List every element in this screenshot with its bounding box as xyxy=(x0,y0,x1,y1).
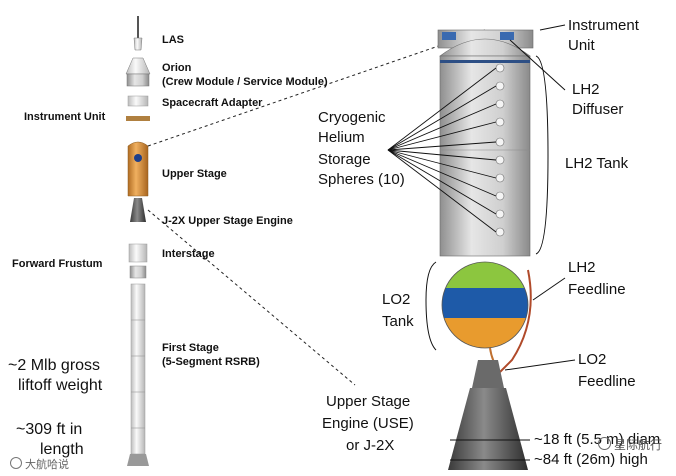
forward-frustum-part xyxy=(130,266,146,278)
orion-capsule xyxy=(126,58,150,74)
label-gross-weight-1: ~2 Mlb gross xyxy=(8,356,100,376)
watermark-logo-icon xyxy=(10,457,22,469)
watermark-bottom-left: 大航哈说 xyxy=(10,456,69,472)
watermark-logo-icon-right xyxy=(598,437,611,450)
j2x-engine-large xyxy=(448,360,528,470)
label-upper-stage: Upper Stage xyxy=(162,168,227,180)
label-lo2-feedline-1: LO2 xyxy=(578,350,606,370)
label-use-1: Upper Stage xyxy=(326,392,410,412)
watermark-bottom-right: 星际航行 xyxy=(598,436,662,453)
label-lo2-tank-1: LO2 xyxy=(382,290,410,310)
label-instrument-unit-right: Instrument xyxy=(568,16,639,36)
instrument-unit-ring xyxy=(126,116,150,121)
label-orion-sub: (Crew Module / Service Module) xyxy=(162,76,328,88)
label-orion: Orion xyxy=(162,62,191,74)
label-lh2-tank: LH2 Tank xyxy=(565,154,628,174)
interstage-part xyxy=(129,244,147,262)
label-interstage: Interstage xyxy=(162,248,215,260)
label-first-stage: First Stage xyxy=(162,342,219,354)
label-instrument-unit-left: Instrument Unit xyxy=(24,111,105,123)
label-gross-weight-2: liftoff weight xyxy=(18,376,102,396)
lo2-tank xyxy=(440,262,532,352)
label-first-stage-sub: (5-Segment RSRB) xyxy=(162,356,260,368)
label-use-3: or J-2X xyxy=(346,436,394,456)
label-lh2-feedline-1: LH2 xyxy=(568,258,596,278)
label-las: LAS xyxy=(162,34,184,46)
label-cryogenic-1: Cryogenic xyxy=(318,108,386,128)
label-lo2-feedline-2: Feedline xyxy=(578,372,636,392)
label-spacecraft-adapter: Spacecraft Adapter xyxy=(162,97,262,109)
first-stage-booster xyxy=(127,284,149,466)
label-instrument-unit-right-2: Unit xyxy=(568,36,595,56)
label-cryogenic-2: Helium xyxy=(318,128,365,148)
j2x-engine-part xyxy=(130,198,146,222)
label-forward-frustum: Forward Frustum xyxy=(12,258,102,270)
upper-stage-part xyxy=(128,142,148,196)
label-height: ~84 ft (26m) high xyxy=(534,450,648,470)
label-lh2-diffuser-1: LH2 xyxy=(572,80,600,100)
label-lh2-feedline-2: Feedline xyxy=(568,280,626,300)
label-use-2: Engine (USE) xyxy=(322,414,414,434)
las-tower xyxy=(134,16,142,50)
label-j2x-upper-stage-engine: J-2X Upper Stage Engine xyxy=(162,215,293,227)
spacecraft-adapter-part xyxy=(128,96,148,106)
service-module xyxy=(127,74,149,86)
label-cryogenic-3: Storage xyxy=(318,150,371,170)
label-cryogenic-4: Spheres (10) xyxy=(318,170,405,190)
label-lo2-tank-2: Tank xyxy=(382,312,414,332)
label-length-1: ~309 ft in xyxy=(16,420,82,440)
label-lh2-diffuser-2: Diffuser xyxy=(572,100,623,120)
